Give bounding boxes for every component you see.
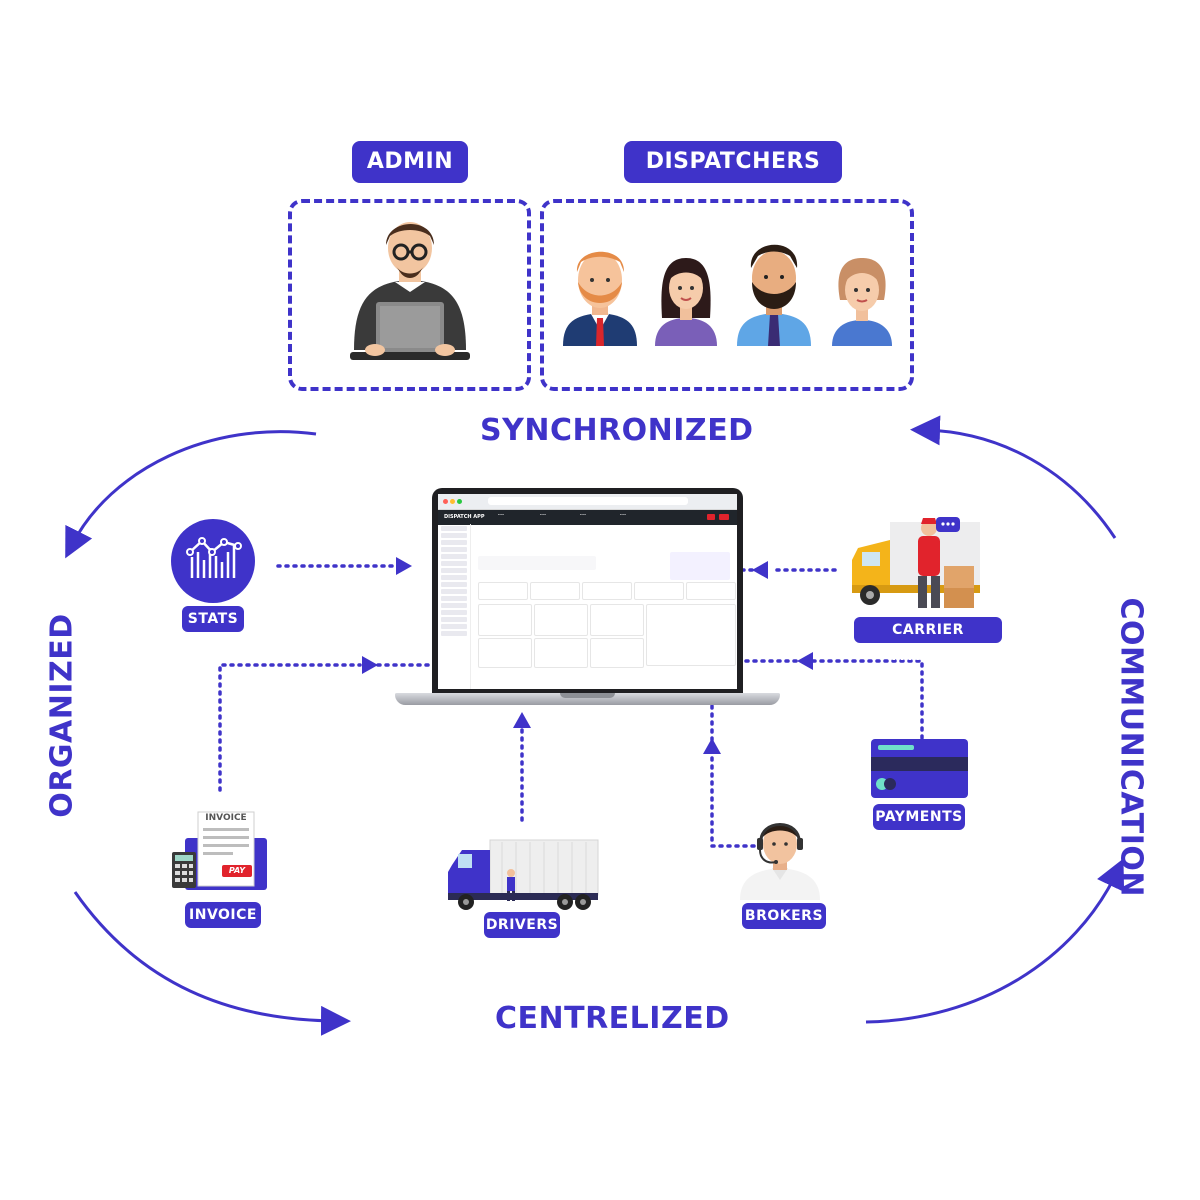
dispatcher-avatar-2 — [655, 258, 717, 346]
browser-toolbar — [438, 494, 737, 510]
admin-label: ADMIN — [352, 141, 468, 183]
dispatchers-label: DISPATCHERS — [624, 141, 842, 183]
broker-avatar — [740, 823, 820, 900]
dispatchers-box — [540, 199, 914, 391]
dashboard-sidebar — [438, 524, 471, 689]
dispatcher-avatar-3 — [737, 244, 811, 346]
curve-arrow-bottom-right — [865, 858, 1125, 1024]
credit-card-icon — [871, 739, 968, 798]
stats-icon — [171, 519, 255, 603]
curve-arrow-bottom-left — [73, 891, 351, 1036]
carrier-packets-label: CARRIER PACKETS — [854, 617, 1002, 664]
invoice-doc-title: INVOICE — [205, 813, 247, 823]
laptop-screen: DISPATCH APP ••• ••• ••• ••• — [432, 488, 743, 695]
invoice-label: INVOICE — [185, 902, 261, 928]
payments-label: PAYMENTS — [873, 804, 965, 830]
brokers-label: BROKERS — [742, 903, 826, 929]
drivers-truck-icon — [448, 839, 599, 910]
communication-label: COMMUNICATION — [1113, 597, 1149, 898]
app-title: DISPATCH APP — [444, 514, 485, 520]
curve-arrow-top-left — [65, 430, 317, 559]
admin-box — [288, 199, 531, 391]
carrier-truck-icon — [852, 517, 980, 608]
centrelized-label: CENTRELIZED — [495, 1001, 730, 1036]
drivers-label: DRIVERS — [484, 912, 560, 938]
synchronized-label: SYNCHRONIZED — [480, 413, 754, 448]
organized-label: ORGANIZED — [44, 613, 80, 818]
app-header: DISPATCH APP ••• ••• ••• ••• — [438, 510, 737, 525]
admin-avatar — [350, 222, 470, 360]
dispatcher-avatar-4 — [832, 258, 892, 346]
invoice-icon — [172, 811, 267, 890]
laptop-dashboard: DISPATCH APP ••• ••• ••• ••• — [395, 488, 780, 713]
dispatcher-avatar-1 — [563, 251, 637, 346]
invoice-pay-badge: PAY — [228, 866, 246, 875]
url-bar — [488, 497, 688, 505]
stats-label: STATS — [182, 606, 244, 632]
curve-arrow-top-right — [910, 415, 1117, 539]
